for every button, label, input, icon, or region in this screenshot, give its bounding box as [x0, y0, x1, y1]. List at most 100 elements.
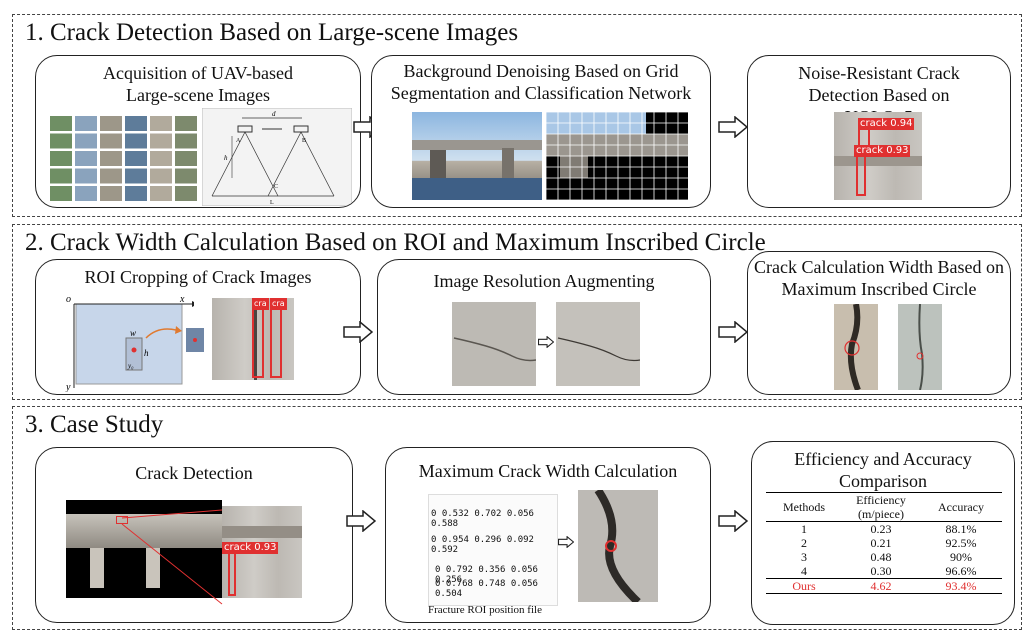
card-title: Efficiency and Accuracy Comparison — [794, 449, 972, 491]
roi-line: 0 0.532 0.702 0.056 0.588 — [431, 509, 534, 529]
card-title: Acquisition of UAV-based Large-scene Ima… — [103, 63, 293, 105]
thumbnail — [75, 116, 97, 131]
roi-h: h — [144, 348, 149, 358]
crack-photo-1 — [834, 304, 878, 390]
roi-line: 0 0.792 0.356 0.056 0.256 — [435, 565, 538, 585]
inscribed-circle-photo — [578, 490, 658, 602]
section-title: 3. Case Study — [25, 411, 164, 438]
section-case-study: 3. Case Study Crack Detection crack 0.93… — [12, 406, 1022, 630]
table-row-ours: Ours 4.62 93.4% — [766, 578, 1002, 594]
table-row: 2 0.21 92.5% — [766, 536, 1002, 550]
axis-y: y — [65, 382, 71, 392]
table-header-row: Methods Efficiency (m/piece) Accuracy — [766, 493, 1002, 522]
thumbnail — [75, 133, 97, 149]
roi-coordinate-diagram: o x y w h y₀ — [65, 294, 194, 392]
roi-crack-photo: cra cra — [212, 298, 294, 380]
label-l: L — [270, 200, 274, 206]
case-zoom-photo: crack 0.93 — [222, 506, 302, 598]
axis-origin: o — [66, 294, 71, 305]
cell-method: 1 — [800, 522, 807, 536]
augment-arrow-icon — [538, 336, 554, 348]
label-h: h — [224, 154, 228, 162]
card-roi-cropping: ROI Cropping of Crack Images o x y w h y… — [35, 259, 361, 395]
thumbnail — [50, 151, 72, 166]
thumbnail — [100, 168, 122, 184]
arrow-right-icon — [343, 321, 373, 343]
card-uav-acquisition: Acquisition of UAV-based Large-scene Ima… — [35, 55, 361, 208]
detection-label: crack 0.93 — [854, 145, 911, 157]
cell-efficiency: 0.48 — [870, 550, 892, 564]
thumbnail — [125, 133, 147, 149]
cell-efficiency: 0.21 — [870, 536, 892, 550]
card-title: ROI Cropping of Crack Images — [84, 267, 312, 287]
roi-line: 0 0.954 0.296 0.092 0.592 — [431, 535, 534, 555]
thumbnail — [50, 168, 72, 184]
detection-label: crack 0.93 — [222, 542, 279, 554]
card-max-width-calculation: Maximum Crack Width Calculation 0 0.532 … — [385, 447, 711, 623]
roi-crop-patch — [186, 328, 204, 352]
thumbnail — [100, 186, 122, 201]
detection-box — [228, 550, 236, 596]
cell-accuracy: 96.6% — [945, 564, 977, 578]
card-background-denoising: Background Denoising Based on Grid Segme… — [371, 55, 711, 208]
thumbnail — [175, 133, 197, 149]
card-noise-resistant-detection: Noise-Resistant Crack Detection Based on… — [747, 55, 1011, 208]
cell-method: 4 — [800, 564, 807, 578]
thumbnail — [100, 151, 122, 166]
cell-method: 2 — [800, 536, 807, 550]
roi-box — [270, 304, 282, 378]
bridge-photo — [412, 112, 542, 200]
thumbnail — [125, 116, 147, 131]
thumbnail — [150, 168, 172, 184]
roi-crop-arrow — [145, 326, 182, 339]
thumbnail — [150, 116, 172, 131]
roi-file-panel: 0 0.532 0.702 0.056 0.588 0 0.954 0.296 … — [428, 494, 558, 606]
section-title: 2. Crack Width Calculation Based on ROI … — [25, 229, 766, 256]
roi-w: w — [130, 328, 136, 338]
cell-accuracy: 88.1% — [945, 522, 977, 536]
roi-label: cra — [270, 298, 287, 310]
roi-line: 0 0.768 0.748 0.056 0.504 — [435, 579, 538, 599]
header-efficiency: Efficiency (m/piece) — [856, 493, 906, 521]
thumbnail — [150, 151, 172, 166]
arrow-small-icon — [558, 536, 574, 548]
cell-efficiency: 0.30 — [870, 564, 892, 578]
segmentation-grid — [546, 112, 688, 200]
thumbnail — [175, 186, 197, 201]
thumbnail — [150, 186, 172, 201]
high-res-crack-photo — [556, 302, 640, 386]
thumbnail — [50, 133, 72, 149]
crack-photo-2 — [898, 304, 942, 390]
axis-x: x — [179, 294, 185, 305]
thumbnail — [150, 133, 172, 149]
thumbnail — [75, 168, 97, 184]
thumbnail — [175, 168, 197, 184]
detection-box — [856, 152, 866, 196]
cell-efficiency: 0.23 — [870, 522, 892, 536]
arrow-right-icon — [718, 510, 748, 532]
card-title: Background Denoising Based on Grid Segme… — [390, 61, 692, 103]
label-d: d — [272, 110, 276, 118]
arrow-right-icon — [718, 321, 748, 343]
thumbnail — [125, 186, 147, 201]
thumbnail — [50, 116, 72, 131]
card-efficiency-accuracy: Efficiency and Accuracy Comparison Metho… — [751, 441, 1015, 625]
card-inscribed-circle: Crack Calculation Width Based on Maximum… — [747, 251, 1011, 395]
comparison-table: Methods Efficiency (m/piece) Accuracy 1 … — [766, 492, 1002, 594]
section-title: 1. Crack Detection Based on Large-scene … — [25, 19, 519, 46]
header-accuracy: Accuracy — [938, 500, 984, 514]
arrow-right-icon — [346, 510, 376, 532]
cell-accuracy: 93.4% — [945, 579, 977, 593]
card-case-detection: Crack Detection crack 0.93 — [35, 447, 353, 623]
yolo-detection-photo: crack 0.94 crack 0.93 — [834, 112, 922, 200]
cell-accuracy: 90% — [949, 550, 972, 564]
detection-label: crack 0.94 — [858, 118, 915, 130]
thumbnail — [75, 151, 97, 166]
label-b: B — [302, 138, 306, 144]
roi-y0: y₀ — [127, 362, 134, 370]
thumbnail — [75, 186, 97, 201]
uav-image-grid — [50, 116, 200, 204]
label-c: C — [274, 184, 278, 190]
roi-file-caption: Fracture ROI position file — [428, 604, 542, 616]
header-methods: Methods — [782, 500, 825, 514]
